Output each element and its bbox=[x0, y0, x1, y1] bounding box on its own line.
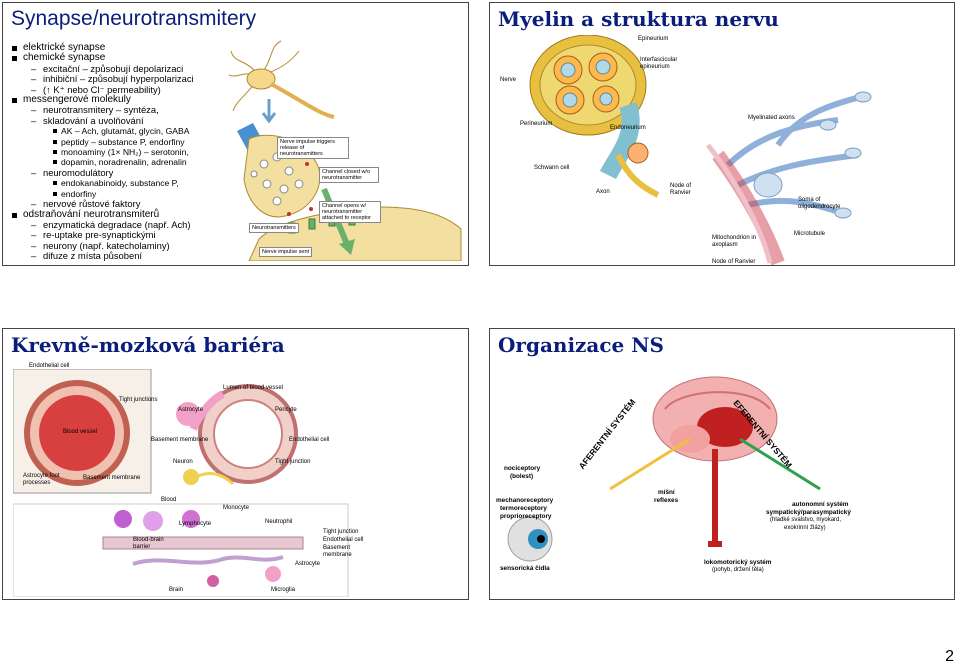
bullet-item: skladování a uvolňování bbox=[9, 115, 231, 127]
myelinated-axons-label: Myelinated axons bbox=[748, 115, 795, 121]
ns-illustration bbox=[507, 376, 821, 562]
epineurium-label: Epineurium bbox=[638, 36, 669, 42]
bullet-item: endokanabinoidy, substance P, bbox=[9, 178, 231, 188]
neurotransmitters-label: Neurotransmitters bbox=[249, 223, 299, 233]
bullet-item: nervové růstové faktory bbox=[9, 198, 231, 210]
nerve-illustration bbox=[529, 34, 872, 265]
bullet-item: neurony (např. katecholaminy) bbox=[9, 240, 231, 252]
bullet-item: AK – Ach, glutamát, glycin, GABA bbox=[9, 126, 231, 136]
bbb-figure: Endothelial cell Tight junctions Blood v… bbox=[12, 363, 363, 598]
blood-label: Blood bbox=[161, 497, 177, 503]
slide-title: Organizace NS bbox=[498, 333, 664, 357]
endothelial-mid-label: Endothelial cell bbox=[289, 437, 330, 443]
bullet-item: inhibiční – způsobují hyperpolarizaci bbox=[9, 73, 231, 85]
synapse-figure: Nerve impulse triggers release of neurot… bbox=[228, 39, 465, 262]
symp-label: sympatický/parasympatický bbox=[766, 509, 851, 516]
proprio-label: proprioreceptory bbox=[500, 513, 552, 520]
basement2-label: Basement membrane bbox=[83, 475, 141, 481]
node-ranvier-label-1: Node of Ranvier bbox=[670, 183, 692, 196]
bullet-item: chemické synapse bbox=[9, 52, 231, 63]
nerve-structure-figure: Epineurium Interfascicular epineurium Ne… bbox=[498, 34, 950, 265]
slide-title: Synapse/neurotransmitery bbox=[11, 7, 257, 30]
basement-low-label: Basement membrane bbox=[323, 545, 352, 558]
slide-title: Myelin a struktura nervu bbox=[498, 7, 779, 31]
endothelial-low-label: Endothelial cell bbox=[323, 537, 364, 543]
nerve-label: Nerve bbox=[500, 77, 517, 83]
misni-label: míšní bbox=[658, 489, 675, 496]
astrocyte-top-label: Astrocyte bbox=[178, 407, 204, 413]
ns-figure: AFERENTNÍ SYSTÉM EFERENTNÍ SYSTÉM nocice… bbox=[490, 369, 954, 599]
tight-top-label: Tight junctions bbox=[119, 397, 158, 403]
microglia-label: Microglia bbox=[271, 587, 296, 593]
reflexes-label: reflexes bbox=[654, 497, 679, 504]
basement-label: Basement membrane bbox=[151, 437, 209, 443]
interfascicular-label: Interfascicular epineurium bbox=[640, 57, 678, 70]
page-number: 2 bbox=[945, 648, 954, 665]
schwann-cell-label: Schwann cell bbox=[534, 165, 570, 171]
slide-ns-organization: Organizace NS AFERENTNÍ SYSTÉM EFERENTNÍ… bbox=[489, 328, 955, 600]
slide-bbb: Krevně-mozková bariéra Endothelial c bbox=[2, 328, 469, 600]
slide-synapse: Synapse/neurotransmitery elektrické syna… bbox=[2, 2, 469, 266]
neuron-label: Neuron bbox=[173, 459, 193, 465]
mitochondrion-label: Mitochondrion in axoplasm bbox=[712, 235, 757, 248]
impulse-label: Nerve impulse triggers release of neurot… bbox=[277, 137, 349, 159]
bullet-item: odstraňování neurotransmiterů bbox=[9, 209, 231, 220]
brain-label: Brain bbox=[169, 587, 184, 593]
perineurium-label: Perineurium bbox=[520, 121, 553, 127]
bullet-item: enzymatická degradace (např. Ach) bbox=[9, 219, 231, 231]
node-ranvier-label-2: Node of Ranvier bbox=[712, 259, 756, 265]
bullet-item: excitační – způsobují depolarizaci bbox=[9, 63, 231, 75]
tight-low-label: Tight junction bbox=[323, 529, 359, 535]
hladke-label: (hladké svalstvo, myokard, bbox=[770, 517, 842, 523]
bullet-item: re-uptake pre-synaptickými bbox=[9, 229, 231, 241]
foot-label: Astrocyte foot processes bbox=[23, 473, 60, 486]
bullet-item: peptidy – substance P, endorfiny bbox=[9, 137, 231, 147]
slide-title: Krevně-mozková bariéra bbox=[11, 333, 285, 357]
nociceptory-label: nociceptory bbox=[504, 465, 541, 472]
lumen-label: Lumen of blood vessel bbox=[223, 385, 284, 391]
endoneurium-label: Endoneurium bbox=[610, 125, 646, 131]
pohyb-label: (pohyb, držení těla) bbox=[712, 567, 764, 573]
bullet-item: neurotransmitery – syntéza, bbox=[9, 105, 231, 117]
monocyte-label: Monocyte bbox=[223, 505, 250, 511]
lokomotoricky-label: lokomotorický systém bbox=[704, 559, 772, 566]
impulse-sent-label: Nerve impulse sent bbox=[259, 247, 313, 257]
bullet-item: difuze z místa působení bbox=[9, 250, 231, 262]
bullet-item: endorfiny bbox=[9, 189, 231, 199]
zlazy-label: exokrinní žlázy) bbox=[784, 525, 826, 531]
neutrophil-label: Neutrophil bbox=[265, 519, 293, 525]
microtubule-label: Microtubule bbox=[794, 231, 826, 237]
channel-opens-label: Channel opens w/ neurotransmitter attach… bbox=[319, 201, 381, 223]
astrocyte-low-label: Astrocyte bbox=[295, 561, 321, 567]
channel-closed-label: Channel closed w/o neurotransmitter bbox=[319, 167, 379, 183]
bullet-item: neuromodulátory bbox=[9, 167, 231, 179]
mechano-label: mechanoreceptory bbox=[496, 497, 554, 504]
axon-label: Axon bbox=[596, 189, 610, 195]
bullet-item: dopamin, noradrenalin, adrenalin bbox=[9, 157, 231, 167]
bbb-illustration bbox=[12, 368, 349, 598]
bolest-label: (bolest) bbox=[510, 473, 534, 480]
bullet-item: monoaminy (1× NH₂) – serotonin, bbox=[9, 147, 231, 157]
termo-label: termoreceptory bbox=[500, 505, 547, 512]
tight-mid-label: Tight junction bbox=[275, 459, 311, 465]
bullet-item: messengerové molekuly bbox=[9, 94, 231, 105]
blood-vessel-label: Blood vessel bbox=[63, 429, 98, 435]
autonomni-label: autonomní systém bbox=[792, 501, 849, 508]
bullet-item: elektrické synapse bbox=[9, 42, 231, 53]
pericyte-label: Pericyte bbox=[275, 407, 297, 413]
sensoricka-label: sensorická čidla bbox=[500, 565, 550, 572]
lymphocyte-label: Lymphocyte bbox=[179, 521, 212, 527]
endothelial-top-label: Endothelial cell bbox=[29, 363, 70, 369]
slide-myelin: Myelin a struktura nervu bbox=[489, 2, 955, 266]
bbb-label: Blood-brain barrier bbox=[133, 537, 164, 550]
oligodendrocyte-label: Soma of oligodendrocyte bbox=[798, 197, 841, 210]
bullet-item: (↑ K⁺ nebo Cl⁻ permeability) bbox=[9, 84, 231, 96]
